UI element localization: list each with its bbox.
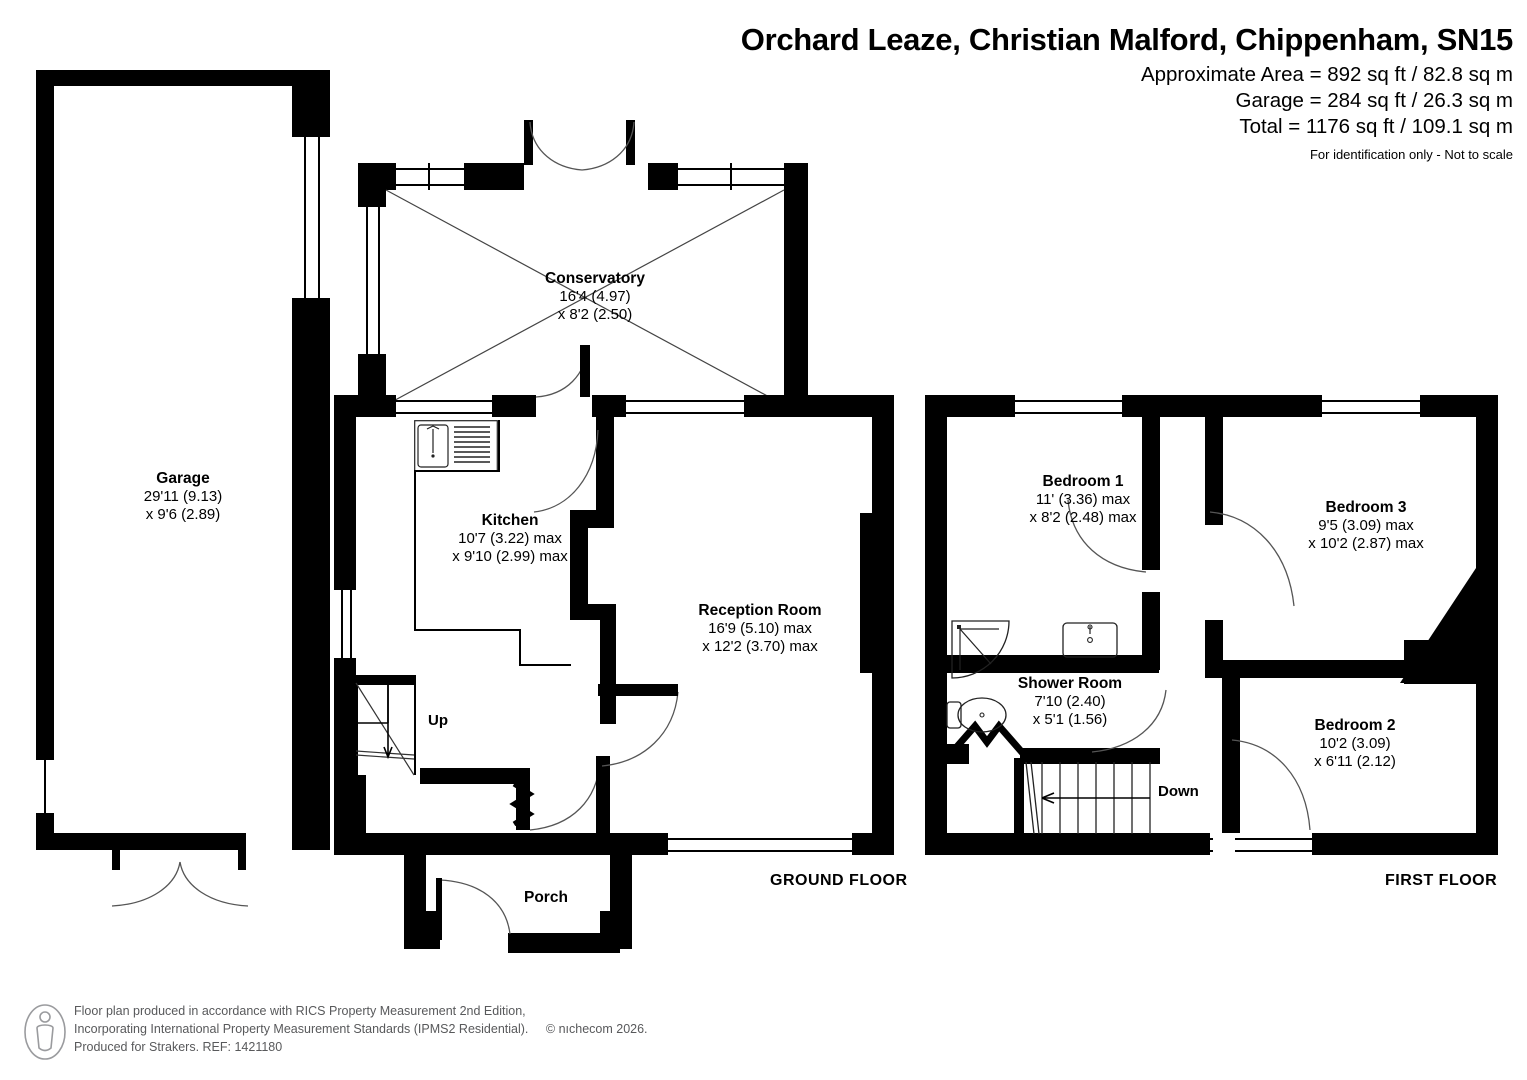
- room-label-shower-room: Shower Room 7'10 (2.40) x 5'1 (1.56): [1017, 675, 1123, 728]
- garage-door-swing-icon: [111, 861, 249, 907]
- copyright-text: © nıchecom 2026.: [545, 1022, 648, 1037]
- kitchen-sink-icon: [414, 420, 498, 472]
- stairs-down-label: Down: [1158, 783, 1199, 800]
- first-floor-label: FIRST FLOOR: [1385, 872, 1498, 889]
- footer-disclaimer: Floor plan produced in accordance with R…: [74, 1002, 648, 1056]
- stairs-up-label: Up: [428, 712, 448, 729]
- conservatory-french-door-swing-icon: [529, 121, 635, 171]
- room-label-garage: Garage 29'11 (9.13) x 9'6 (2.89): [143, 470, 223, 523]
- bedroom2-door-swing-icon: [1231, 739, 1311, 831]
- bedroom1-door-swing-icon: [1067, 499, 1147, 573]
- approximate-area-text: Approximate Area = 892 sq ft / 82.8 sq m: [1140, 63, 1513, 86]
- folding-door-icon: [509, 781, 535, 827]
- hall-door-swing-icon: [529, 759, 601, 831]
- footer-line-3: Produced for Strakers. REF: 1421180: [74, 1040, 283, 1055]
- room-label-kitchen: Kitchen 10'7 (3.22) max x 9'10 (2.99) ma…: [452, 512, 568, 565]
- room-label-bedroom-3: Bedroom 3 9'5 (3.09) max x 10'2 (2.87) m…: [1308, 499, 1424, 552]
- staircase-first-icon: [1025, 761, 1151, 835]
- room-label-porch: Porch: [524, 889, 568, 906]
- shower-cubicle-icon: [951, 620, 1010, 679]
- person-measure-icon: [24, 1004, 66, 1060]
- room-label-reception-room: Reception Room 16'9 (5.10) max x 12'2 (3…: [698, 602, 822, 655]
- shower-room-door-swing-icon: [1091, 689, 1167, 753]
- room-label-bedroom-2: Bedroom 2 10'2 (3.09) x 6'11 (2.12): [1314, 717, 1396, 770]
- garage-area-text: Garage = 284 sq ft / 26.3 sq m: [1235, 89, 1513, 112]
- kitchen-door-swing-icon: [533, 429, 599, 513]
- footer-line-1: Floor plan produced in accordance with R…: [74, 1004, 526, 1018]
- conservatory-roof-lines: [385, 189, 785, 406]
- front-door-swing-icon: [439, 879, 511, 935]
- page-title: Orchard Leaze, Christian Malford, Chippe…: [740, 22, 1514, 57]
- total-area-text: Total = 1176 sq ft / 109.1 sq m: [1239, 115, 1513, 138]
- bedroom3-door-swing-icon: [1209, 511, 1295, 607]
- footer-line-2: Incorporating International Property Mea…: [74, 1020, 648, 1038]
- scale-disclaimer: For identification only - Not to scale: [1309, 147, 1513, 162]
- room-label-conservatory: Conservatory 16'4 (4.97) x 8'2 (2.50): [545, 270, 645, 323]
- ground-floor-label: GROUND FLOOR: [770, 872, 908, 889]
- basin-icon: [1062, 622, 1118, 658]
- wc-icon: [946, 697, 1007, 733]
- footer-line-2a: Incorporating International Property Mea…: [74, 1022, 529, 1037]
- shower-partition-icon: [944, 720, 1030, 761]
- room-label-bedroom-1: Bedroom 1 11' (3.36) max x 8'2 (2.48) ma…: [1029, 473, 1137, 526]
- reception-door-swing-icon: [601, 691, 679, 767]
- staircase-ground-icon: [355, 682, 415, 776]
